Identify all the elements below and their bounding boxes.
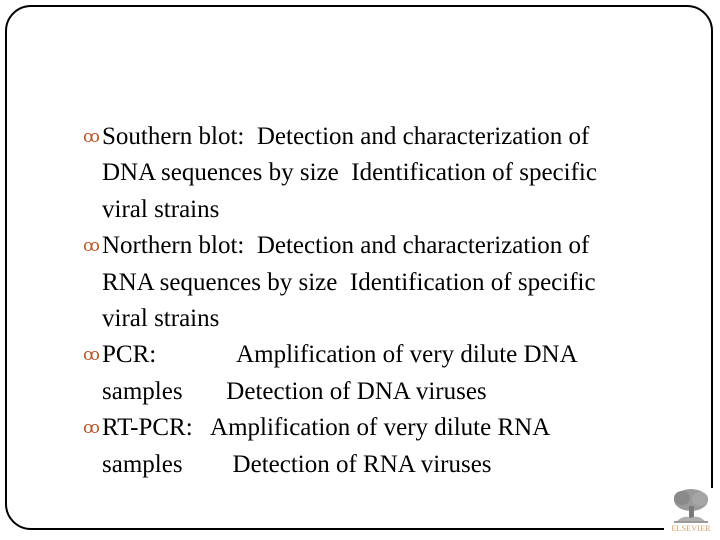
- item-line: samples Detection of RNA viruses: [102, 450, 492, 478]
- elsevier-logo-text: ELSEVIER: [671, 524, 711, 533]
- curly-bullet-icon: ꝏ: [83, 345, 100, 366]
- item-line: PCR: Amplification of very dilute DNA: [102, 341, 578, 369]
- item-line: Northern blot: Detection and characteriz…: [102, 232, 590, 260]
- elsevier-tree-icon: [674, 489, 708, 523]
- item-line: DNA sequences by size Identification of …: [102, 159, 597, 187]
- slide-frame: [5, 5, 713, 530]
- elsevier-logo: ELSEVIER: [670, 488, 712, 536]
- curly-bullet-icon: ꝏ: [83, 236, 100, 257]
- item-line: viral strains: [102, 195, 220, 223]
- list-item-southern-blot: ꝏ Southern blot: Detection and character…: [82, 119, 682, 228]
- item-line: RT-PCR: Amplification of very dilute RNA: [102, 414, 551, 442]
- bullet-list: ꝏ Southern blot: Detection and character…: [82, 119, 682, 483]
- curly-bullet-icon: ꝏ: [83, 127, 100, 147]
- item-line: Southern blot: Detection and characteriz…: [102, 123, 590, 150]
- list-item-rt-pcr: ꝏ RT-PCR: Amplification of very dilute R…: [82, 410, 682, 483]
- list-item-northern-blot: ꝏ Northern blot: Detection and character…: [82, 228, 682, 337]
- curly-bullet-icon: ꝏ: [83, 418, 100, 439]
- item-line: samples Detection of DNA viruses: [102, 377, 487, 405]
- item-line: RNA sequences by size Identification of …: [102, 268, 596, 296]
- item-line: viral strains: [102, 305, 220, 333]
- list-item-pcr: ꝏ PCR: Amplification of very dilute DNA …: [82, 337, 682, 410]
